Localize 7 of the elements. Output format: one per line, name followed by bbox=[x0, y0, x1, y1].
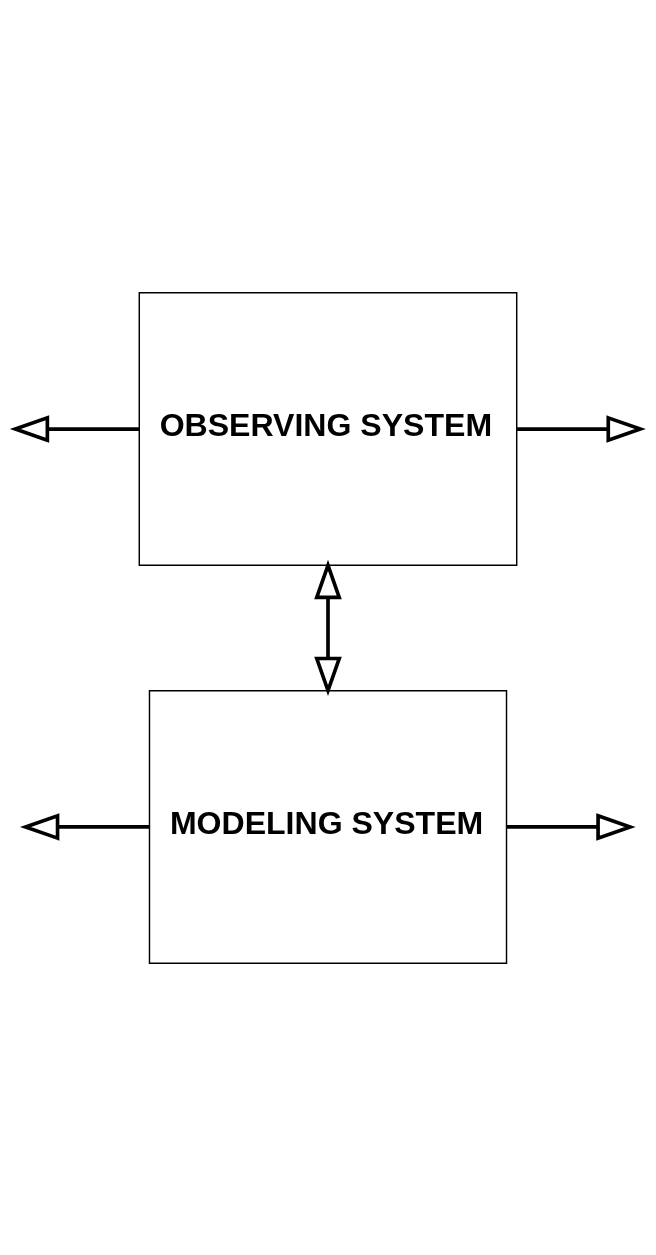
arrow bbox=[20, 812, 149, 841]
arrow bbox=[9, 414, 140, 443]
arrow bbox=[506, 812, 636, 841]
node-box: OBSERVING SYSTEM bbox=[138, 291, 518, 566]
arrow bbox=[517, 414, 646, 443]
node-box: MODELING SYSTEM bbox=[148, 689, 508, 964]
arrow bbox=[314, 559, 342, 696]
